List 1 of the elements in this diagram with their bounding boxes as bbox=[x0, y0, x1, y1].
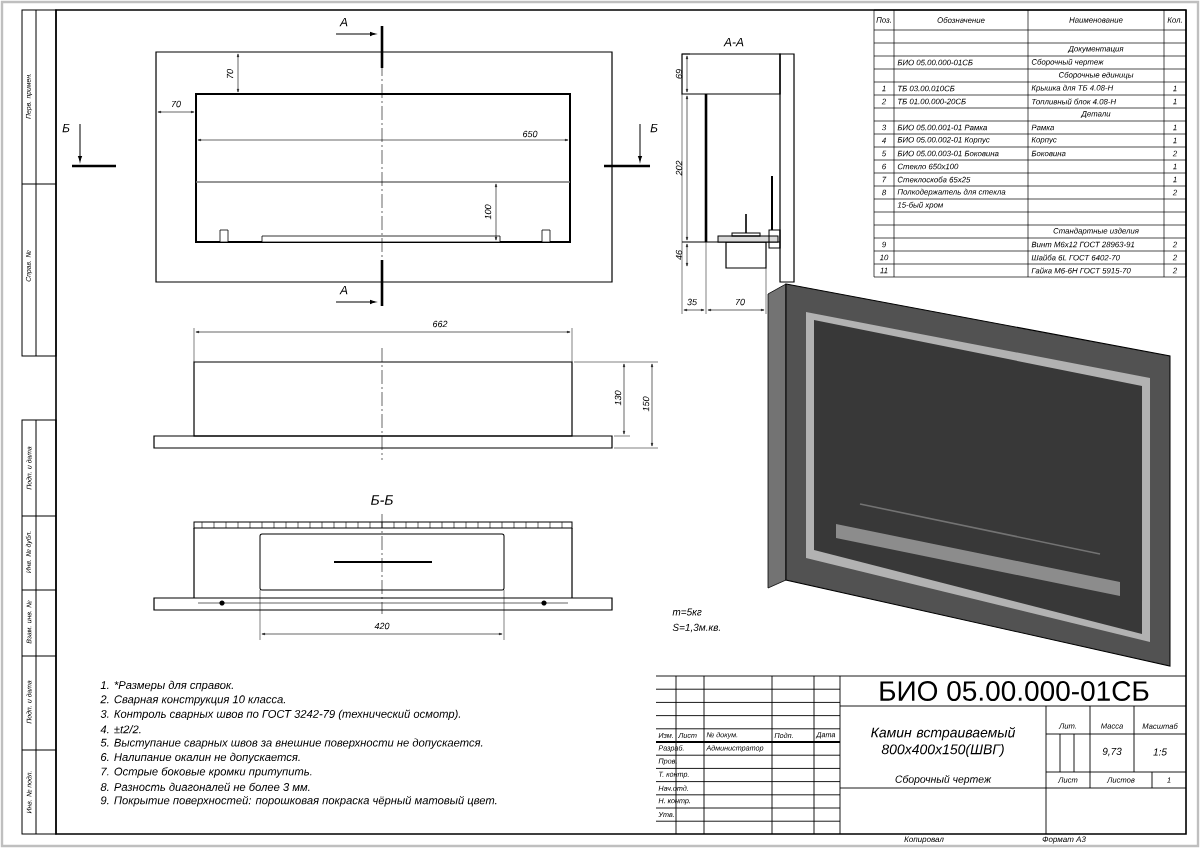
drawing-number: БИО 05.00.000-01СБ bbox=[880, 681, 1149, 701]
